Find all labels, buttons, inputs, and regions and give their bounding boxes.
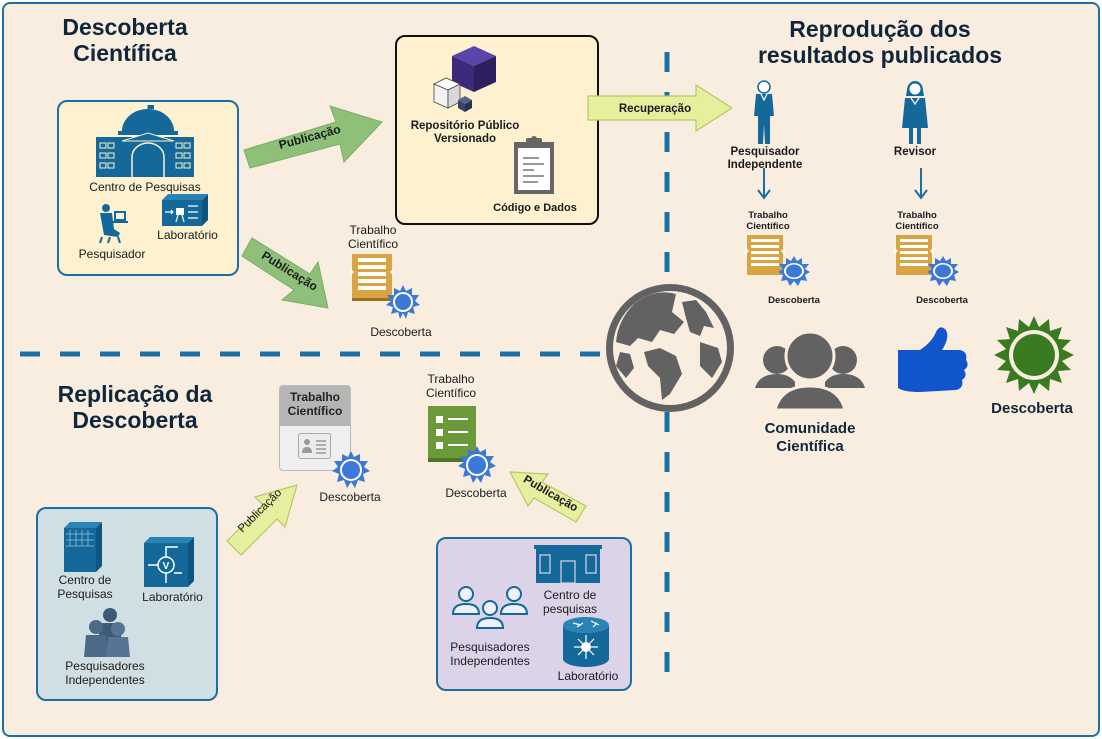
replication-right-lab-label: Laboratório (557, 669, 619, 683)
paper-green-label: Trabalho Científico (412, 372, 490, 400)
repository-box (395, 35, 599, 225)
paper-label-line: Científico (347, 237, 399, 251)
paper-main-discovery-label: Descoberta (370, 325, 432, 339)
title-line: Descoberta (62, 14, 188, 40)
paper-label-line: Trabalho (349, 223, 397, 237)
title-line: Replicação da (57, 381, 213, 407)
community-label: Comunidade Científica (740, 420, 880, 456)
thumbs-up-icon (898, 327, 968, 392)
paper-document-icon (745, 235, 785, 275)
globe-icon (606, 284, 734, 412)
paper-reproduction-1-label: Trabalho Científico (738, 210, 798, 232)
independent-researcher-label: Pesquisador Independente (720, 146, 810, 172)
reviewer-icon (902, 81, 928, 144)
retrieval-arrow (587, 83, 734, 133)
researchers-outline-icon (451, 586, 529, 629)
section-title-discovery: Descoberta Científica (40, 14, 210, 66)
title-line: Científica (73, 40, 177, 66)
label-line: Independentes (450, 654, 530, 668)
discovery-badge-icon (458, 446, 496, 483)
independent-researcher-icon (754, 80, 774, 144)
paper-reproduction-2-discovery-label: Descoberta (916, 295, 968, 306)
paper-document-icon (350, 254, 394, 301)
title-line: Reprodução dos (789, 16, 971, 42)
lab-switch-icon: V (144, 537, 194, 587)
repository-label-line: Repositório Público (410, 120, 520, 132)
replication-right-center-label: Centro de pesquisas (530, 588, 610, 616)
discovery-badge-icon (927, 256, 959, 286)
reviewer-label: Revisor (893, 146, 937, 158)
title-line: resultados publicados (757, 42, 1003, 68)
label-line: Trabalho (289, 390, 340, 404)
discovery-sun-icon (994, 316, 1074, 394)
research-center-building-icon (534, 545, 602, 584)
clipboard-icon (514, 136, 554, 194)
publish-arrow-replication-left (226, 484, 298, 556)
label-line: Científico (895, 221, 939, 232)
research-center-icon (96, 105, 194, 177)
label-line: Científico (425, 386, 477, 400)
publish-arrow-replication-right (508, 471, 587, 523)
discovery-badge-icon (332, 451, 370, 488)
researcher-label: Pesquisador (78, 247, 146, 261)
replication-right-researchers-label: Pesquisadores Independentes (440, 640, 540, 668)
label-line: Científica (776, 438, 844, 455)
publish-arrow-bottom (241, 237, 329, 309)
paper-green-discovery-label: Descoberta (445, 486, 507, 500)
label-line: Trabalho (748, 210, 788, 221)
label-line: Científico (287, 404, 343, 418)
paper-gray-discovery-label: Descoberta (319, 490, 381, 504)
svg-text:V: V (163, 561, 170, 572)
label-line: pesquisas (542, 602, 598, 616)
researchers-group-icon (84, 608, 130, 657)
datacenter-building-icon (64, 522, 102, 572)
down-arrow-icon (757, 168, 771, 200)
replication-left-researchers-label: Pesquisadores Independentes (55, 659, 155, 687)
section-title-replication: Replicação da Descoberta (40, 381, 230, 433)
label-line: Independentes (65, 673, 145, 687)
router-laboratory-icon (563, 617, 609, 667)
discovery-badge-icon (778, 256, 810, 286)
label-line: Pesquisas (57, 587, 113, 601)
label-line: Centro de (543, 588, 597, 602)
title-line: Descoberta (72, 407, 198, 433)
paper-main-label: Trabalho Científico (335, 223, 411, 251)
retrieval-arrow-label: Recuperação (618, 103, 692, 115)
label-line: Científico (746, 221, 790, 232)
id-card-icon (298, 433, 331, 459)
discovery-badge-icon (386, 285, 420, 319)
research-center-label: Centro de Pesquisas (89, 180, 201, 194)
label-line: Pesquisadores (450, 640, 530, 654)
publish-arrow-top (243, 105, 383, 169)
down-arrow-icon (914, 168, 928, 200)
code-data-label: Código e Dados (493, 202, 577, 214)
label-line: Trabalho (427, 372, 475, 386)
researcher-icon (99, 204, 128, 244)
label-line: Pesquisador (730, 146, 800, 158)
repository-label-line: Versionado (434, 133, 496, 145)
repository-cubes-icon (433, 46, 496, 112)
paper-card-header: Trabalho Científico (280, 386, 350, 426)
label-line: Independente (727, 159, 803, 171)
label-line: Trabalho (897, 210, 937, 221)
replication-left-center-label: Centro de Pesquisas (50, 573, 120, 601)
laboratory-label: Laboratório (157, 228, 218, 242)
replication-left-lab-label: Laboratório (142, 590, 203, 604)
label-line: Centro de (58, 573, 112, 587)
section-title-reproduction: Reprodução dos resultados publicados (730, 16, 1030, 68)
paper-document-icon (894, 235, 934, 275)
paper-reproduction-1-discovery-label: Descoberta (768, 295, 820, 306)
label-line: Comunidade (764, 420, 856, 437)
final-discovery-label: Descoberta (991, 400, 1073, 417)
label-line: Pesquisadores (65, 659, 145, 673)
paper-reproduction-2-label: Trabalho Científico (887, 210, 947, 232)
laboratory-icon (162, 194, 208, 226)
community-icon (755, 330, 865, 412)
repository-label: Repositório Público Versionado (400, 120, 530, 146)
